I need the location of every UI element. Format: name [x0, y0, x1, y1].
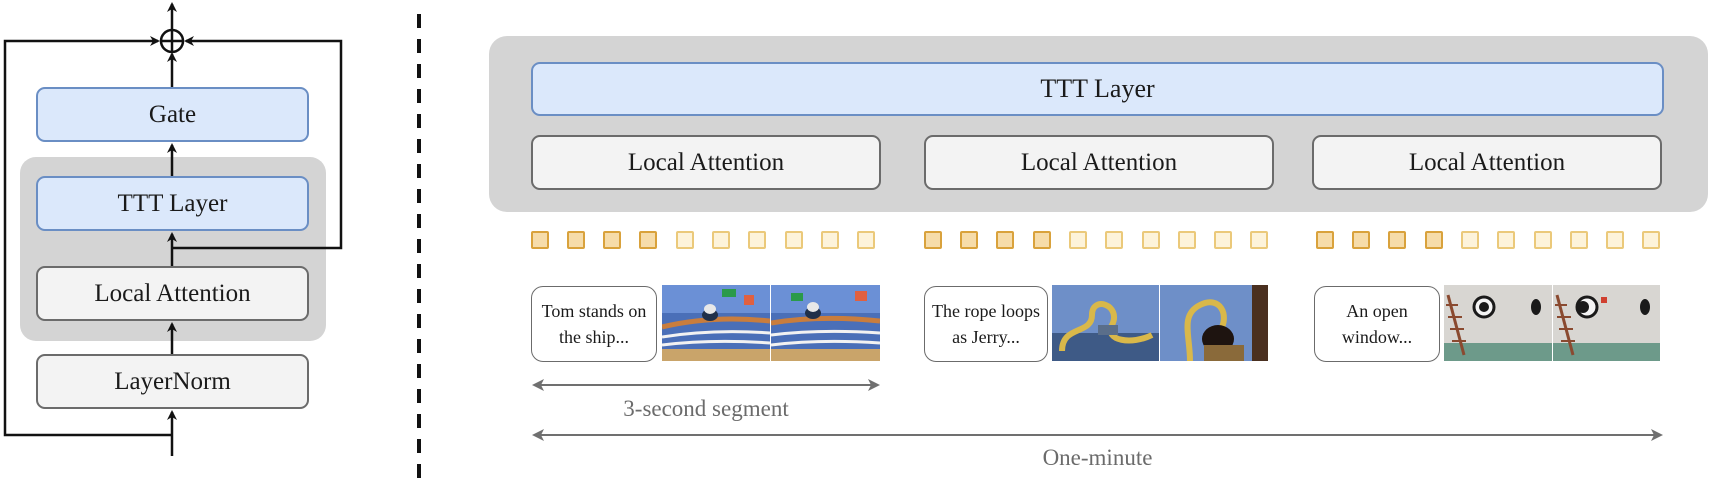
caption-box-2: The rope loops as Jerry... — [924, 286, 1048, 362]
token — [639, 231, 657, 249]
local-attention-label-1: Local Attention — [627, 148, 785, 176]
token — [567, 231, 585, 249]
token — [1033, 231, 1051, 249]
token — [857, 231, 875, 249]
caption-text-3: An open window... — [1341, 301, 1413, 347]
total-duration-label-text: One-minute — [1042, 445, 1153, 470]
residual-skip-left — [3, 36, 172, 437]
ship-frame-illustration-1 — [662, 285, 770, 361]
gate-box: Gate — [36, 87, 309, 142]
left-ttt-layer-label: TTT Layer — [117, 189, 228, 217]
token — [1105, 231, 1123, 249]
right-ttt-layer-label: TTT Layer — [1040, 74, 1155, 103]
token — [603, 231, 621, 249]
token — [1250, 231, 1268, 249]
token — [1570, 231, 1588, 249]
local-attention-label-3: Local Attention — [1408, 148, 1566, 176]
local-attention-box-3: Local Attention — [1312, 135, 1662, 190]
token — [1142, 231, 1160, 249]
token — [960, 231, 978, 249]
left-local-attention-label: Local Attention — [94, 279, 251, 307]
token — [712, 231, 730, 249]
layernorm-box: LayerNorm — [36, 354, 309, 409]
local-attention-box-1: Local Attention — [531, 135, 881, 190]
left-ttt-layer-box: TTT Layer — [36, 176, 309, 231]
token — [676, 231, 694, 249]
token — [531, 231, 549, 249]
token — [1316, 231, 1334, 249]
residual-skip-right — [172, 36, 343, 250]
ship-frame-illustration-2 — [771, 285, 880, 361]
token — [748, 231, 766, 249]
video-frame-rope-1 — [1052, 285, 1159, 361]
token — [924, 231, 942, 249]
rope-frame-illustration-2 — [1160, 285, 1268, 361]
token — [1178, 231, 1196, 249]
video-frame-ship-2 — [771, 285, 880, 361]
caption-text-1: Tom stands on the ship... — [541, 301, 647, 347]
token — [1352, 231, 1370, 249]
token — [1214, 231, 1232, 249]
token — [1388, 231, 1406, 249]
total-duration-label: One-minute — [531, 445, 1664, 471]
window-frame-illustration-2 — [1553, 285, 1660, 361]
local-attention-label-2: Local Attention — [1020, 148, 1178, 176]
caption-text-2: The rope loops as Jerry... — [932, 301, 1040, 347]
token — [1069, 231, 1087, 249]
token — [785, 231, 803, 249]
local-attention-box-2: Local Attention — [924, 135, 1274, 190]
rope-frame-illustration-1 — [1052, 285, 1159, 361]
right-ttt-layer-box: TTT Layer — [531, 62, 1664, 116]
caption-box-1: Tom stands on the ship... — [531, 286, 657, 362]
token — [821, 231, 839, 249]
video-frame-ship-1 — [662, 285, 770, 361]
token — [996, 231, 1014, 249]
video-frame-rope-2 — [1160, 285, 1268, 361]
layernorm-label: LayerNorm — [114, 367, 231, 395]
video-frame-window-2 — [1553, 285, 1660, 361]
token — [1534, 231, 1552, 249]
gate-label: Gate — [148, 100, 197, 128]
left-local-attention-box: Local Attention — [36, 266, 309, 321]
segment-label-text: 3-second segment — [623, 396, 789, 421]
token — [1642, 231, 1660, 249]
token — [1606, 231, 1624, 249]
caption-box-3: An open window... — [1314, 286, 1440, 362]
token — [1497, 231, 1515, 249]
segment-label: 3-second segment — [531, 396, 881, 422]
window-frame-illustration-1 — [1444, 285, 1552, 361]
token — [1425, 231, 1443, 249]
video-frame-window-1 — [1444, 285, 1552, 361]
token — [1461, 231, 1479, 249]
